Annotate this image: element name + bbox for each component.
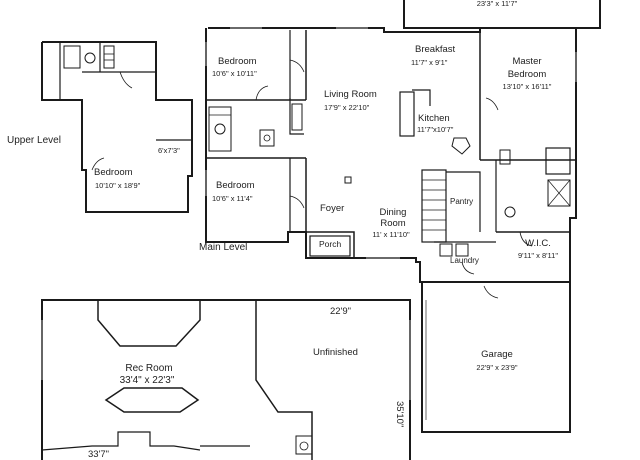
living-room-dims: 17'9" x 22'10" bbox=[324, 103, 370, 112]
garage-dims: 22'9" x 23'9" bbox=[476, 363, 518, 372]
lower-bottom-dim: 33'7" bbox=[88, 449, 110, 460]
master-bedroom-dims: 13'10" x 16'11" bbox=[502, 82, 552, 91]
bedroom-1-name: Bedroom bbox=[218, 56, 257, 67]
unfinished-dim-side: 35'10" bbox=[394, 401, 405, 428]
wic-dims: 9'11" x 8'11" bbox=[517, 251, 559, 260]
laundry-name: Laundry bbox=[450, 256, 479, 265]
wic-name: W.I.C. bbox=[525, 238, 551, 249]
porch-name: Porch bbox=[319, 239, 342, 249]
kitchen-dims: 11'7"x10'7" bbox=[417, 125, 454, 134]
master-bedroom-line1: Master bbox=[512, 56, 542, 67]
bedroom-1-dims: 10'6" x 10'11" bbox=[212, 69, 257, 78]
dining-room-line2: Room bbox=[380, 218, 406, 229]
upper-level-label: Upper Level bbox=[7, 135, 61, 146]
rec-room-name: Rec Room bbox=[125, 363, 173, 374]
master-bedroom-line2: Bedroom bbox=[507, 69, 547, 80]
lower-level-walls bbox=[41, 299, 411, 460]
bedroom-2-name: Bedroom bbox=[216, 180, 255, 191]
upper-bedroom-dims: 10'10" x 18'9" bbox=[95, 181, 141, 190]
living-room-name: Living Room bbox=[324, 89, 377, 100]
breakfast-name: Breakfast bbox=[415, 44, 456, 55]
rec-room-dims: 33'4" x 22'3" bbox=[119, 375, 175, 386]
upper-level-walls bbox=[41, 41, 193, 213]
upper-bedroom-name: Bedroom bbox=[94, 167, 133, 178]
breakfast-dims: 11'7" x 9'1" bbox=[411, 58, 448, 67]
pantry-name: Pantry bbox=[450, 197, 474, 206]
top-partial-dims: 23'3" x 11'7" bbox=[476, 0, 518, 8]
upper-closet-dims: 6'x7'3" bbox=[158, 146, 180, 155]
foyer-name: Foyer bbox=[320, 203, 345, 214]
unfinished-dim-top: 22'9" bbox=[330, 306, 352, 317]
unfinished-name: Unfinished bbox=[313, 347, 358, 358]
bedroom-2-dims: 10'6" x 11'4" bbox=[212, 194, 253, 203]
garage-walls bbox=[421, 282, 571, 433]
dining-room-dims: 11' x 11'10" bbox=[372, 230, 410, 239]
main-level-label: Main Level bbox=[199, 242, 248, 253]
dining-room-line1: Dining bbox=[379, 207, 407, 218]
kitchen-name: Kitchen bbox=[418, 113, 450, 124]
garage-name: Garage bbox=[481, 349, 513, 360]
